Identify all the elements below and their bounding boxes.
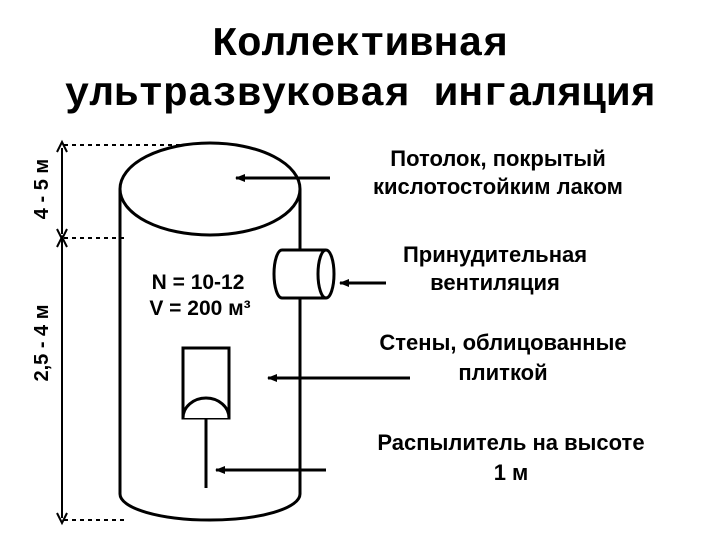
dimension-upper-arrow (56, 139, 68, 242)
sprayer-callout-line-1: Распылитель на высоте (377, 430, 645, 455)
walls-callout-line-1: Стены, облицованные (379, 330, 627, 355)
title-line-2: ультразвуковая ингаляция (64, 72, 656, 118)
ventilation-callout-line-2: вентиляция (430, 270, 560, 295)
dimension-label-upper: 4 - 5 м (31, 158, 53, 220)
room-parameter-v: V = 200 м³ (149, 297, 251, 320)
sprayer-callout-line-2: 1 м (493, 460, 529, 485)
ventilation-pipe (272, 248, 336, 300)
room-cylinder (118, 141, 302, 522)
ceiling-callout-line-1: Потолок, покрытый (390, 146, 606, 171)
ventilation-callout-line-1: Принудительная (402, 242, 588, 267)
sprayer-device (181, 346, 231, 488)
dimension-label-lower: 2,5 - 4 м (31, 304, 53, 382)
title-line-1: Коллективная (212, 22, 508, 68)
room-parameter-n: N = 10-12 (151, 271, 245, 294)
ceiling-callout-line-2: кислотостойким лаком (373, 174, 623, 199)
walls-callout-line-2: плиткой (458, 360, 548, 385)
dimension-lower-arrow (56, 234, 68, 526)
